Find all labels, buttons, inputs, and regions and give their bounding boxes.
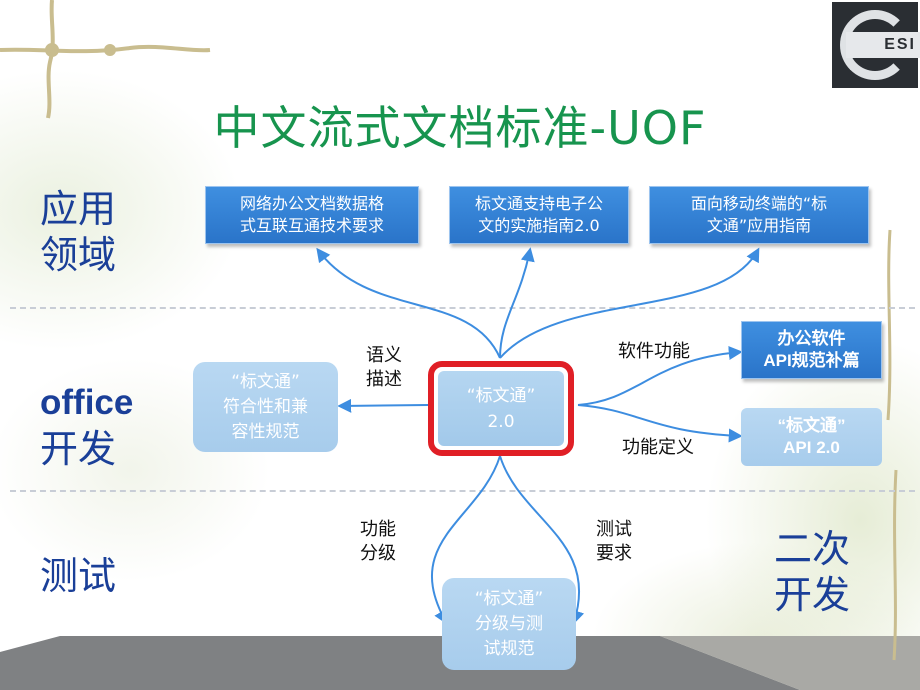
node-text: 标文通支持电子公 <box>474 194 603 213</box>
logo-text: ESI <box>846 32 920 58</box>
row-label-application: 应用 领域 <box>40 186 116 278</box>
esi-logo: ESI <box>832 2 920 88</box>
row-label-secondary: 二次 开发 <box>774 526 850 618</box>
arrow-to-top-left <box>316 247 501 359</box>
node-top-left: 网络办公文档数据格 式互联互通技术要求 <box>205 186 419 244</box>
edge-label-software-function: 软件功能 <box>618 341 690 362</box>
node-top-mid: 标文通支持电子公 文的实施指南2.0 <box>449 186 629 244</box>
row-label-line: office <box>40 383 134 422</box>
node-text: 式互联互通技术要求 <box>239 216 384 235</box>
arrow-to-bottom-left <box>431 455 501 625</box>
row-divider-2 <box>10 490 915 492</box>
node-text: 分级与测 <box>475 613 543 634</box>
node-text: 办公软件 <box>777 329 846 348</box>
edge-label-line: 语义 <box>366 345 402 366</box>
logo-ring <box>840 10 910 80</box>
row-label-line: 领域 <box>40 233 117 277</box>
row-label-line: 应用 <box>40 187 117 231</box>
row-label-line: 开发 <box>40 427 117 471</box>
node-text: API 2.0 <box>783 438 840 457</box>
arrow-to-bottom-right <box>499 455 585 625</box>
node-top-right: 面向移动终端的“标 文通”应用指南 <box>649 186 869 244</box>
floor-band <box>0 636 800 690</box>
edge-label-test-requirements: 测试 要求 <box>596 518 632 566</box>
slide-title: 中文流式文档标准-UOF <box>213 101 707 155</box>
row-divider-1 <box>10 307 915 309</box>
node-text: “标文通” <box>231 371 300 392</box>
edge-label-semantic: 语义 描述 <box>366 344 402 392</box>
node-text: “标文通” <box>777 416 846 435</box>
arrow-to-right-bottom <box>577 404 743 443</box>
node-text: 2.0 <box>487 411 515 432</box>
row-label-office: office 开发 <box>40 380 133 472</box>
node-right-top: 办公软件 API规范补篇 <box>741 321 882 379</box>
arrow-to-right-top <box>577 346 743 406</box>
floor-band-right <box>660 636 920 690</box>
edge-label-function-grading: 功能 分级 <box>360 518 396 566</box>
edge-label-line: 描述 <box>366 369 402 390</box>
node-center: “标文通” 2.0 <box>428 361 574 456</box>
node-text: 符合性和兼 <box>223 396 308 417</box>
edge-label-line: 功能 <box>360 519 396 540</box>
node-left: “标文通” 符合性和兼 容性规范 <box>193 362 338 452</box>
row-label-testing: 测试 <box>40 554 117 598</box>
node-bottom: “标文通” 分级与测 试规范 <box>442 578 576 670</box>
edge-label-line: 分级 <box>360 543 396 564</box>
node-text: 试规范 <box>483 638 535 659</box>
row-label-line: 二次 <box>774 527 851 571</box>
arrow-to-top-right <box>499 247 760 359</box>
node-right-bottom: “标文通” API 2.0 <box>741 408 882 466</box>
edge-label-function-definition: 功能定义 <box>622 437 694 458</box>
vine-decor <box>0 0 211 119</box>
node-text: 网络办公文档数据格 <box>239 194 384 213</box>
arrow-to-top-mid <box>499 247 535 359</box>
node-text: 容性规范 <box>231 421 300 442</box>
node-text: API规范补篇 <box>763 351 860 370</box>
node-center-inner: “标文通” 2.0 <box>438 371 564 446</box>
edge-label-line: 测试 <box>596 519 632 540</box>
node-text: “标文通” <box>466 385 536 406</box>
node-text: 文的实施指南2.0 <box>478 216 600 235</box>
edge-label-line: 要求 <box>596 543 632 564</box>
node-text: “标文通” <box>474 588 544 609</box>
node-text: 面向移动终端的“标 <box>690 194 828 213</box>
node-text: 文通”应用指南 <box>706 216 812 235</box>
arrow-to-left <box>337 398 429 413</box>
row-label-line: 开发 <box>774 573 851 617</box>
